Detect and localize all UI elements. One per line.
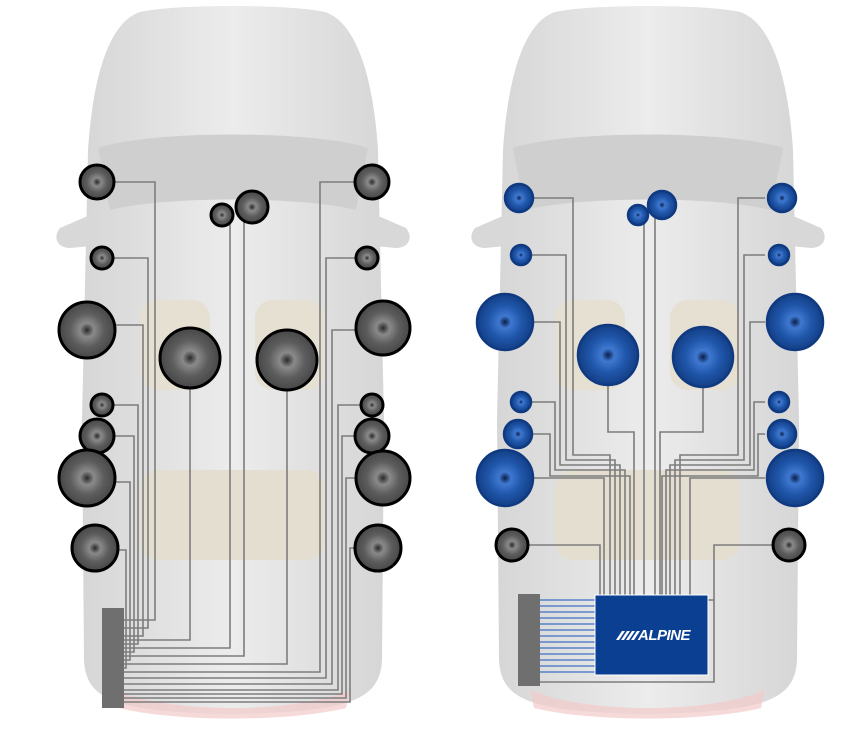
alpine-speaker-left-small-2	[502, 418, 534, 450]
speakers-right	[475, 182, 825, 563]
speaker-center-left-woofer	[158, 326, 222, 390]
speaker-right-small-1	[359, 392, 385, 418]
alpine-speaker-center-left-woofer	[576, 323, 640, 387]
speaker-left-rear-unchanged	[494, 527, 530, 563]
alpine-speaker-right-woofer-rear	[765, 448, 825, 508]
speaker-center-tweeter-small	[209, 202, 235, 228]
alpine-speaker-right-small-1	[767, 390, 791, 414]
speaker-left-woofer-front	[57, 300, 117, 360]
speaker-front-left-door	[78, 163, 116, 201]
speaker-front-right-tweeter	[354, 245, 380, 271]
speaker-front-left-tweeter	[89, 245, 115, 271]
alpine-speaker-front-left-door	[503, 182, 535, 214]
alpine-speaker-front-left-tweeter	[509, 243, 533, 267]
speaker-harness-right	[518, 594, 598, 686]
car-silhouette-left	[56, 6, 410, 719]
speaker-front-right-door	[353, 163, 391, 201]
speakers-left	[57, 163, 412, 573]
alpine-speaker-left-woofer-rear	[475, 448, 535, 508]
speaker-right-woofer-rear	[354, 449, 412, 507]
speaker-right-small-2	[353, 417, 391, 455]
speaker-center-tweeter	[234, 189, 270, 225]
car-silhouette-right	[471, 6, 825, 719]
speaker-left-woofer-rear	[57, 448, 117, 508]
alpine-logo-stripes-icon	[616, 631, 640, 640]
speaker-right-rear-unchanged	[771, 527, 807, 563]
speaker-right-rear	[353, 523, 403, 573]
alpine-speaker-left-small-1	[509, 390, 533, 414]
alpine-speaker-right-small-2	[766, 418, 798, 450]
alpine-speaker-front-right-tweeter	[767, 243, 791, 267]
alpine-logo-text: ALPINE	[637, 627, 692, 644]
speaker-left-small-1	[89, 392, 115, 418]
speaker-center-right-woofer	[255, 328, 319, 392]
alpine-speaker-right-woofer-front	[765, 292, 825, 352]
alpine-amplifier: ALPINE	[594, 594, 709, 676]
speaker-left-rear	[70, 523, 120, 573]
amplifier-block-left	[102, 608, 124, 708]
alpine-speaker-center-tweeter	[646, 189, 678, 221]
alpine-speaker-left-woofer-front	[475, 292, 535, 352]
wiring-left	[105, 181, 360, 703]
alpine-speaker-center-tweeter-small	[626, 203, 650, 227]
speaker-left-small-2	[78, 417, 116, 455]
speaker-right-woofer-front	[354, 299, 412, 357]
alpine-speaker-center-right-woofer	[671, 325, 735, 389]
alpine-speaker-front-right-door	[766, 182, 798, 214]
